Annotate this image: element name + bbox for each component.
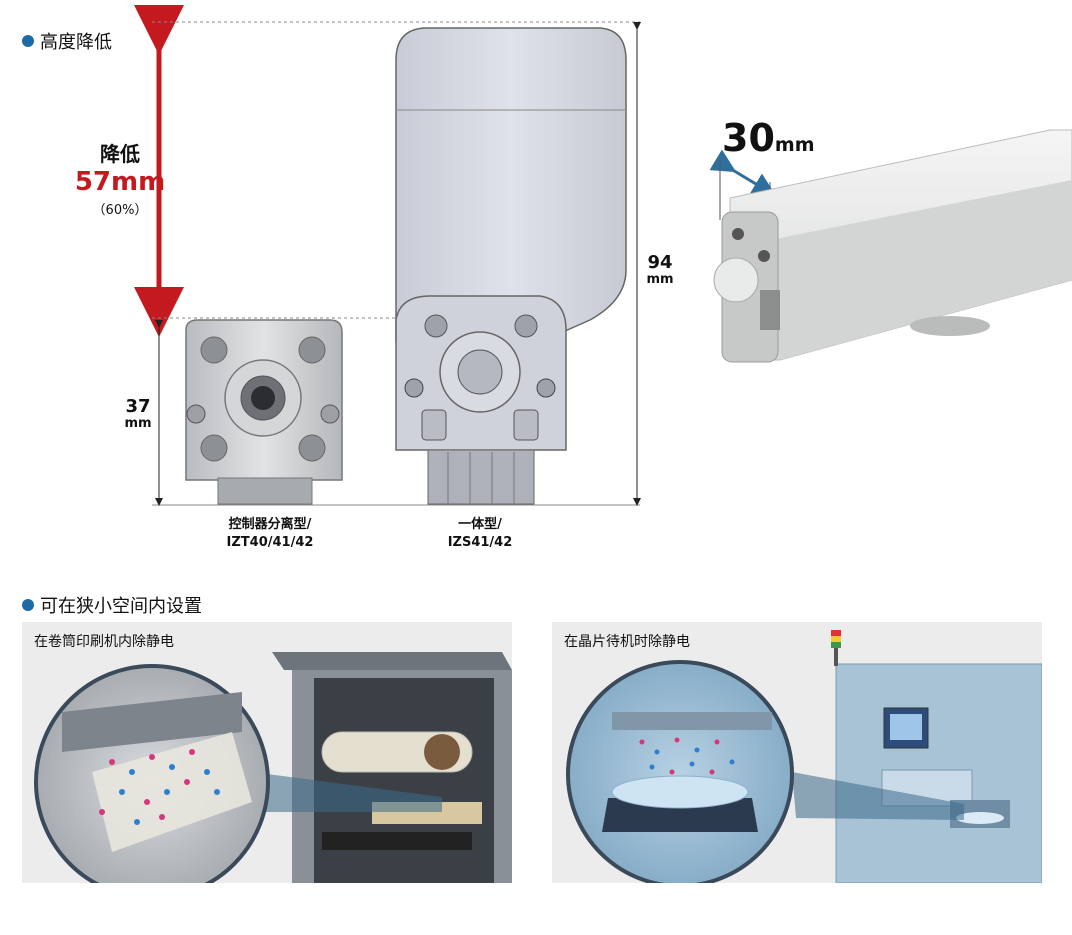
dim-94-label: 94 mm: [640, 252, 680, 287]
web-printing-illustration: [34, 652, 512, 883]
dim-37-unit: mm: [124, 415, 152, 431]
section-title-text: 高度降低: [40, 32, 112, 53]
dim-94-unit: mm: [646, 271, 674, 287]
width-arrow: [709, 149, 777, 197]
panel-caption: 在卷筒印刷机内除静电: [34, 634, 174, 650]
reduction-label: 降低 57mm （60%）: [60, 138, 180, 218]
product-label-izs: 一体型/ IZS41/42: [447, 517, 513, 551]
panel-wafer-standby: 在晶片待机时除静电: [552, 622, 1042, 883]
dim-37-value: 37: [125, 396, 151, 417]
product-izt-drawing: [185, 319, 343, 505]
section-title-space: 可在狭小空间内设置: [22, 592, 202, 618]
section-title-text: 可在狭小空间内设置: [40, 596, 202, 617]
reduction-percent: （60%）: [92, 203, 148, 218]
wafer-standby-illustration: [566, 630, 1042, 883]
ion-particles: [99, 749, 220, 825]
section-title-height: 高度降低: [22, 28, 112, 54]
bullet-icon: [22, 599, 34, 611]
dim-94-value: 94: [647, 252, 673, 273]
panel-caption: 在晶片待机时除静电: [564, 634, 690, 650]
width-30-unit: mm: [774, 134, 815, 156]
ion-particles: [639, 737, 735, 775]
reduction-value: 57mm: [74, 167, 166, 197]
dim-37-label: 37 mm: [118, 396, 158, 431]
dimension-drawing: [134, 5, 641, 506]
panel-web-printing: 在卷筒印刷机内除静电: [22, 622, 512, 883]
product-label-izt: 控制器分离型/ IZT40/41/42: [226, 517, 314, 551]
product-izs-drawing: [395, 27, 627, 505]
bullet-icon: [22, 35, 34, 47]
bar-ionizer-drawing: [709, 129, 1072, 363]
reduction-text: 降低: [100, 142, 140, 166]
